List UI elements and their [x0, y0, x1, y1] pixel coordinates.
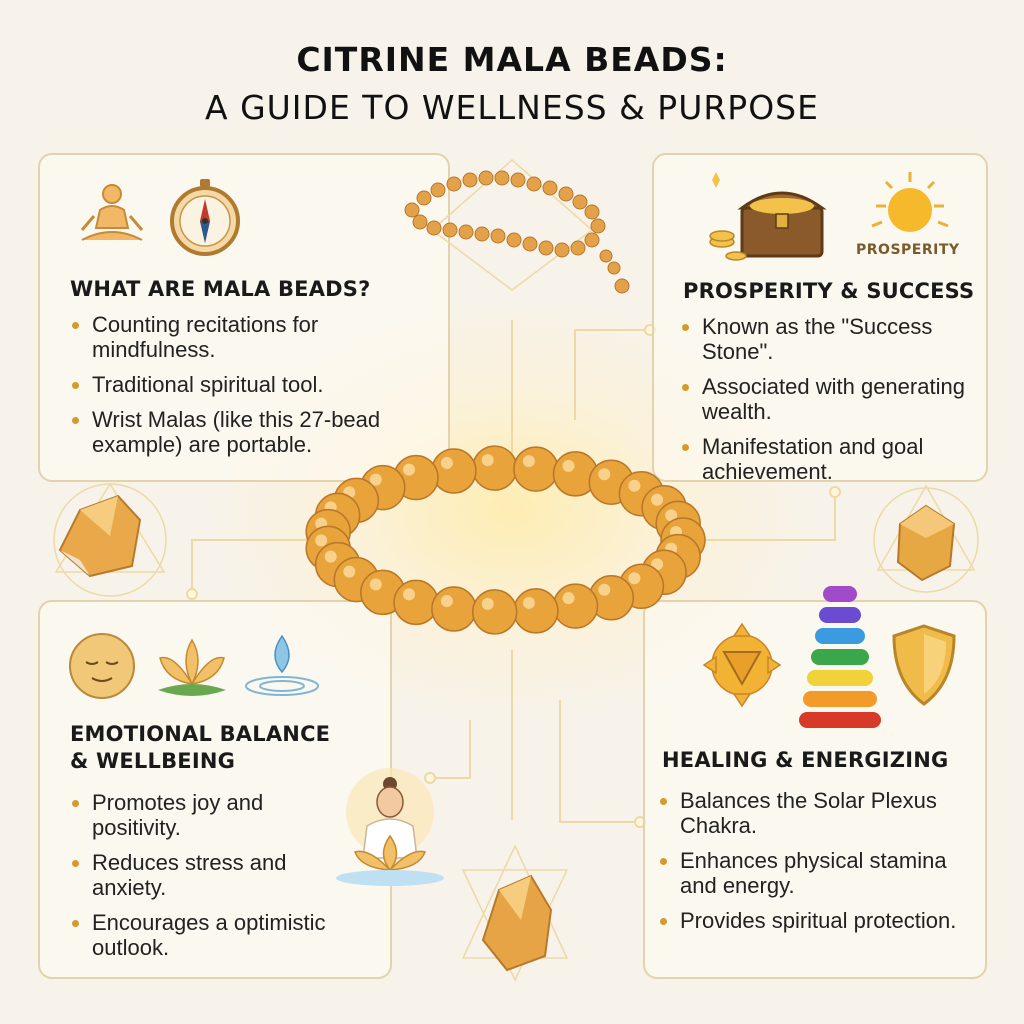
healing-heading: HEALING & ENERGIZING — [662, 748, 949, 772]
bracelet-bead — [431, 586, 477, 632]
bead-highlight — [403, 588, 415, 601]
chakra-stone — [819, 607, 861, 623]
bead-highlight — [598, 583, 611, 596]
bracelet-bead — [431, 448, 477, 494]
prosperity-tag: PROSPERITY — [856, 242, 960, 258]
bead-highlight — [481, 597, 494, 610]
bead-highlight — [315, 534, 328, 547]
chakra-stone — [799, 712, 881, 728]
list-item: Counting recitations for mindfulness. — [70, 312, 400, 362]
page-title: CITRINE MALA BEADS: — [296, 40, 728, 79]
prosperity-bullet-list: Known as the "Success Stone". Associated… — [680, 314, 970, 494]
sun-icon — [871, 172, 949, 232]
bead-highlight — [651, 493, 664, 506]
bead-highlight — [628, 572, 641, 585]
prosperity-heading: PROSPERITY & SUCCESS — [683, 279, 975, 303]
bead-highlight — [343, 565, 356, 578]
bead-highlight — [324, 550, 337, 563]
citrine-crystal-bottom — [461, 844, 569, 982]
meditating-woman-image — [336, 768, 444, 886]
healing-bullet-list: Balances the Solar Plexus Chakra. Enhanc… — [658, 788, 968, 943]
bead-highlight — [598, 468, 611, 481]
list-item: Provides spiritual protection. — [658, 908, 968, 933]
chakra-stone — [803, 691, 877, 707]
bracelet-bead — [393, 579, 439, 626]
meditation-icon — [80, 184, 144, 241]
bead-highlight — [562, 592, 575, 605]
bead-highlight — [481, 454, 494, 467]
bracelet-bead — [513, 446, 559, 492]
list-item: Manifestation and goal achievement. — [680, 434, 970, 484]
list-item: Reduces stress and anxiety. — [70, 850, 330, 900]
list-item: Known as the "Success Stone". — [680, 314, 970, 364]
shield-icon — [892, 624, 956, 706]
bracelet-bead — [552, 583, 599, 629]
bead-highlight — [403, 463, 415, 476]
water-drop-icon — [245, 634, 319, 696]
chakra-stack-icon — [799, 586, 881, 728]
chakra-stone — [807, 670, 873, 686]
bracelet-bead — [513, 588, 559, 634]
mala-heading: WHAT ARE MALA BEADS? — [70, 277, 371, 301]
citrine-crystal-left — [53, 482, 167, 597]
citrine-crystal-right — [873, 484, 979, 593]
emotional-bullet-list: Promotes joy and positivity. Reduces str… — [70, 790, 330, 970]
emotional-heading-line1: EMOTIONAL BALANCE — [70, 722, 331, 746]
bead-highlight — [369, 578, 382, 591]
list-item: Balances the Solar Plexus Chakra. — [658, 788, 968, 838]
list-item: Associated with generating wealth. — [680, 374, 970, 424]
list-item: Promotes joy and positivity. — [70, 790, 330, 840]
list-item: Encourages a optimistic outlook. — [70, 910, 330, 960]
chakra-stone — [823, 586, 857, 602]
bracelet-bead — [471, 589, 518, 635]
lotus-icon — [158, 638, 226, 696]
compass-icon — [170, 179, 240, 256]
mala-necklace-image — [404, 159, 630, 294]
bead-highlight — [522, 596, 535, 609]
page-subtitle: A GUIDE TO WELLNESS & PURPOSE — [205, 88, 819, 127]
bead-highlight — [628, 479, 641, 492]
list-item: Wrist Malas (like this 27-bead example) … — [70, 407, 400, 457]
list-item: Traditional spiritual tool. — [70, 372, 400, 397]
treasure-chest-icon — [709, 172, 827, 261]
chakra-stone — [815, 628, 865, 644]
bead-highlight — [369, 473, 382, 486]
calm-face-icon — [69, 633, 135, 699]
citrine-bracelet-image — [305, 445, 706, 635]
chakra-stone — [811, 649, 869, 665]
bead-highlight — [665, 509, 678, 522]
bead-highlight — [440, 595, 453, 607]
bead-highlight — [440, 457, 453, 469]
emotional-heading-line2: & WELLBEING — [70, 749, 236, 773]
list-item: Enhances physical stamina and energy. — [658, 848, 968, 898]
bead-highlight — [651, 558, 664, 571]
solar-plexus-icon — [702, 622, 782, 708]
mala-bullet-list: Counting recitations for mindfulness. Tr… — [70, 312, 400, 467]
bead-highlight — [562, 459, 575, 472]
bead-highlight — [522, 455, 535, 468]
bracelet-bead — [471, 445, 518, 491]
